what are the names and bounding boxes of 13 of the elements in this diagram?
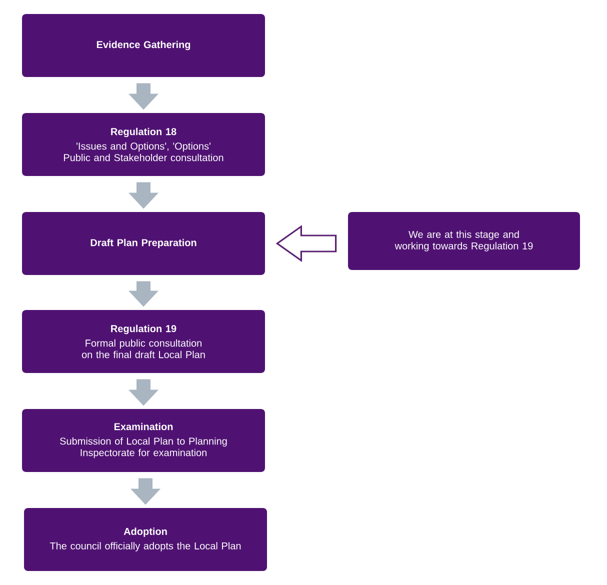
process-box: Regulation 19 Formal public consultation on the final draft Local Plan: [22, 310, 265, 373]
block-arrow: [128, 379, 158, 406]
block-arrow: [128, 281, 158, 307]
note-box: We are at this stage and working towards Regulation 19: [348, 212, 580, 270]
process-box: Draft Plan Preparation: [22, 212, 265, 275]
block-arrow: [130, 478, 160, 505]
block-arrow: [128, 83, 158, 110]
block-arrow: [276, 224, 337, 262]
process-box: Examination Submission of Local Plan to Planning Inspectorate for examination: [22, 409, 265, 472]
process-box: Adoption The council officially adopts the Local Plan: [24, 508, 267, 571]
block-arrow: [128, 182, 158, 209]
process-box: Evidence Gathering: [22, 14, 265, 77]
process-box: Regulation 18 'Issues and Options', 'Options' Public and Stakeholder consultation: [22, 113, 265, 176]
